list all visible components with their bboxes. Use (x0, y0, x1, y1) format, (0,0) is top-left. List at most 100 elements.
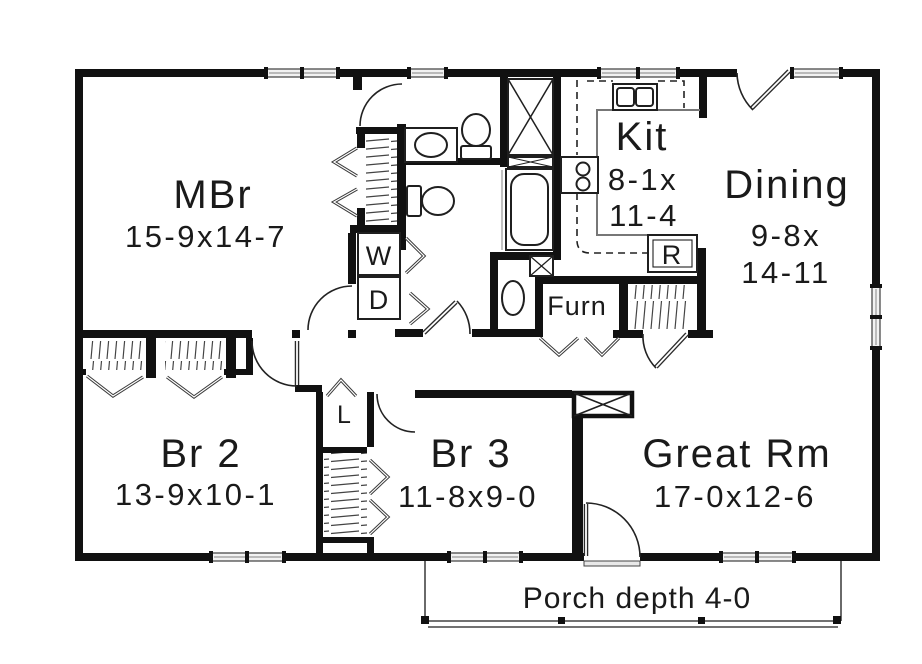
wall (553, 77, 561, 260)
wall (356, 127, 402, 134)
window-dining-top (790, 67, 843, 79)
wall (395, 329, 423, 337)
wall (350, 225, 405, 233)
wall (353, 77, 362, 90)
window-br2-bottom (209, 551, 286, 563)
room-dims-br2: 13-9x10-1 (115, 477, 277, 512)
linen-label: L (337, 401, 351, 429)
dryer-box (357, 276, 401, 320)
closet-br2-right (165, 341, 223, 370)
wall (367, 392, 374, 447)
window-greatrm-bottom (719, 551, 796, 563)
wall (535, 276, 627, 284)
wall (348, 233, 356, 284)
room-dims-mbr: 15-9x14-7 (125, 219, 287, 254)
stove-icon (612, 83, 658, 111)
bathtub-icon (501, 168, 554, 251)
wall (613, 330, 643, 338)
room-dims-greatrm: 17-0x12-6 (654, 479, 816, 514)
interior-walls (75, 77, 713, 553)
door-hallway (422, 300, 471, 335)
closet-br2-left (87, 341, 146, 370)
wall (490, 260, 498, 337)
door-opening-dining (737, 68, 790, 78)
window-bath-top (407, 67, 448, 79)
room-label-dining: Dining (724, 163, 849, 207)
wall (316, 392, 323, 553)
wall (490, 252, 561, 260)
wall (357, 208, 365, 227)
labels: MBr 15-9x14-7 Kit 8-1x 11-4 Dining 9-8x … (115, 115, 849, 615)
room-label-br2: Br 2 (160, 432, 241, 476)
closet-br3 (324, 453, 367, 536)
porch-post (698, 617, 705, 624)
windows (209, 67, 882, 563)
room-dims-dining-1: 9-8x (751, 218, 821, 253)
room-dims-dining-2: 14-11 (741, 255, 831, 290)
door-br3 (376, 393, 416, 433)
wall (572, 398, 583, 553)
door-br2 (251, 340, 300, 387)
wall (295, 385, 322, 392)
vent-chase-icon (529, 255, 554, 277)
shower-icon (507, 78, 554, 168)
window-mbr-top (264, 67, 340, 79)
bifold-door (325, 377, 358, 398)
upper-cabinet-line (658, 80, 685, 108)
porch-note: Porch depth 4-0 (523, 582, 751, 615)
bifold-door (538, 336, 580, 358)
room-dims-kitchen-1: 8-1x (608, 162, 678, 197)
wall (619, 284, 628, 337)
wall (688, 330, 713, 338)
closets (87, 136, 687, 536)
dryer-label: D (369, 285, 390, 315)
water-heater-icon (501, 280, 525, 316)
wall (500, 77, 508, 167)
door-sill (583, 560, 641, 567)
window-kitchen-top (597, 67, 680, 79)
washer-label: W (366, 241, 392, 271)
wall (415, 390, 572, 398)
bifold-door (368, 458, 391, 496)
room-label-br3: Br 3 (430, 432, 511, 476)
bifold-door (404, 236, 427, 275)
bifold-door (86, 374, 144, 398)
door-mbr-hall (307, 285, 353, 331)
wall (397, 124, 406, 250)
bifold-door (368, 498, 391, 536)
wall (323, 447, 367, 453)
wall (535, 284, 543, 337)
wall (367, 537, 374, 553)
wall (75, 69, 83, 561)
porch-post (833, 616, 841, 624)
wall (224, 369, 253, 375)
wall (348, 330, 356, 338)
swing-doors (251, 69, 791, 567)
door-master-bath (359, 83, 403, 127)
washer-box (357, 232, 401, 276)
wall (697, 248, 706, 338)
bifold-door (408, 291, 431, 326)
door-hall-closet (642, 332, 689, 369)
room-dims-br3: 11-8x9-0 (398, 479, 538, 514)
wall (75, 369, 86, 375)
wall (357, 133, 365, 148)
wall (323, 537, 367, 543)
door-porch-entry (583, 502, 641, 567)
fixtures (357, 78, 698, 419)
porch-outline (421, 561, 842, 628)
door-opening-porch (584, 552, 640, 562)
porch-post (421, 616, 429, 624)
bifold-door (583, 336, 621, 358)
wall (75, 330, 252, 338)
wall (292, 330, 300, 338)
wall (246, 338, 253, 375)
porch-post (558, 617, 565, 624)
window-br3-bottom (447, 551, 523, 563)
closet-hall (630, 285, 687, 329)
wall (627, 276, 700, 284)
chimney-icon (571, 390, 635, 419)
furnace-label: Furn (547, 291, 607, 321)
wall (699, 77, 707, 118)
